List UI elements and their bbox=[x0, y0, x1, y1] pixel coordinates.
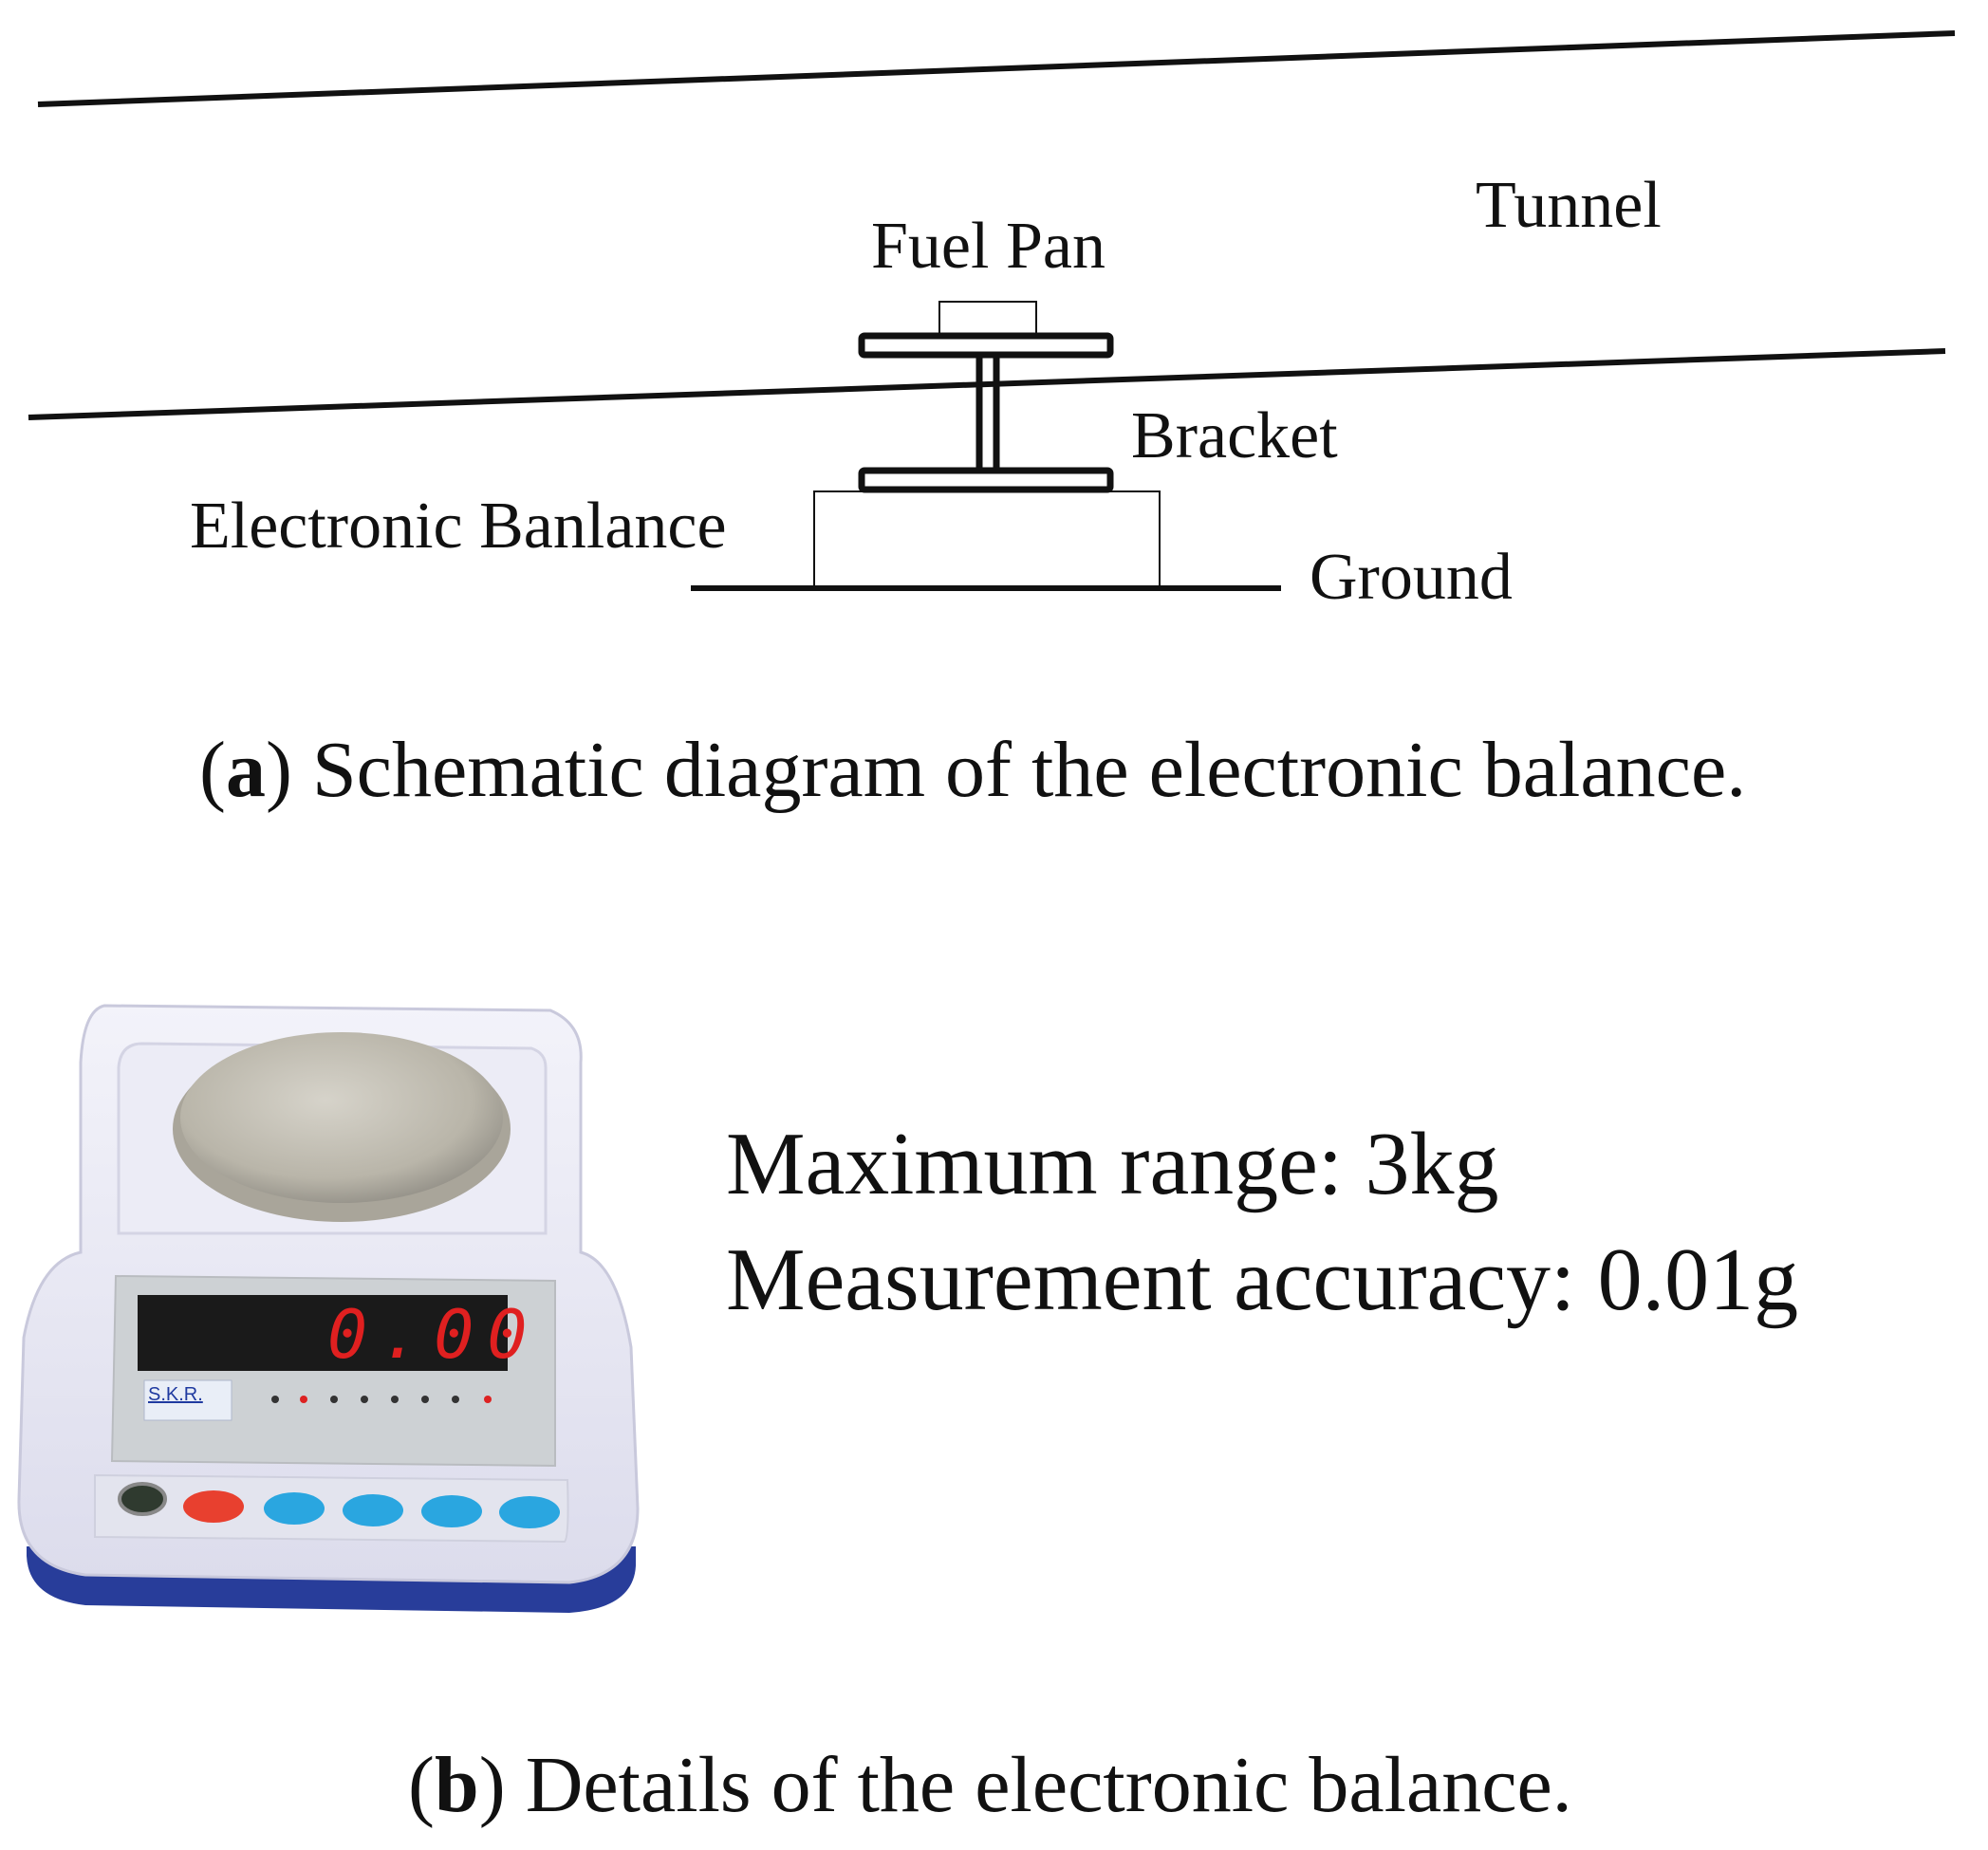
spec-max-range: Maximum range: 3kg bbox=[726, 1115, 1499, 1213]
balance-photo bbox=[17, 1004, 640, 1613]
label-bracket: Bracket bbox=[1131, 399, 1338, 472]
bracket-bottom-flange bbox=[858, 467, 1114, 493]
label-tunnel: Tunnel bbox=[1476, 169, 1662, 242]
display-reading: 0.00 bbox=[327, 1296, 541, 1374]
spec-accuracy: Measurement accuracy: 0.01g bbox=[726, 1230, 1799, 1329]
key-blue-4 bbox=[499, 1496, 560, 1528]
indicator-leds bbox=[271, 1396, 492, 1403]
caption-a: (a) Schematic diagram of the electronic … bbox=[199, 726, 1747, 814]
caption-b-text: Details of the electronic balance. bbox=[525, 1741, 1572, 1829]
weighing-pan bbox=[180, 1032, 503, 1203]
tunnel-floor-line bbox=[28, 348, 1946, 420]
caption-a-text: Schematic diagram of the electronic bala… bbox=[311, 726, 1747, 814]
balance-box bbox=[813, 490, 1161, 589]
display-window bbox=[138, 1295, 508, 1371]
key-blue-2 bbox=[343, 1494, 403, 1526]
brand-label: S.K.R. bbox=[148, 1384, 203, 1405]
keypad-strip bbox=[94, 1473, 569, 1544]
label-electronic-balance: Electronic Banlance bbox=[190, 490, 727, 563]
fuel-pan-shape bbox=[938, 301, 1037, 335]
caption-b: (b) Details of the electronic balance. bbox=[408, 1741, 1572, 1829]
key-blue-3 bbox=[421, 1495, 482, 1527]
key-blue-1 bbox=[264, 1492, 325, 1525]
caption-b-letter: b bbox=[434, 1741, 479, 1829]
caption-a-letter: a bbox=[225, 726, 266, 814]
brand-plate bbox=[143, 1379, 232, 1421]
key-red bbox=[183, 1490, 244, 1523]
label-fuel-pan: Fuel Pan bbox=[871, 210, 1105, 283]
level-bubble-icon bbox=[118, 1482, 167, 1516]
label-ground: Ground bbox=[1310, 541, 1513, 614]
tunnel-top-line bbox=[37, 30, 1956, 107]
bracket-web bbox=[975, 351, 1000, 474]
